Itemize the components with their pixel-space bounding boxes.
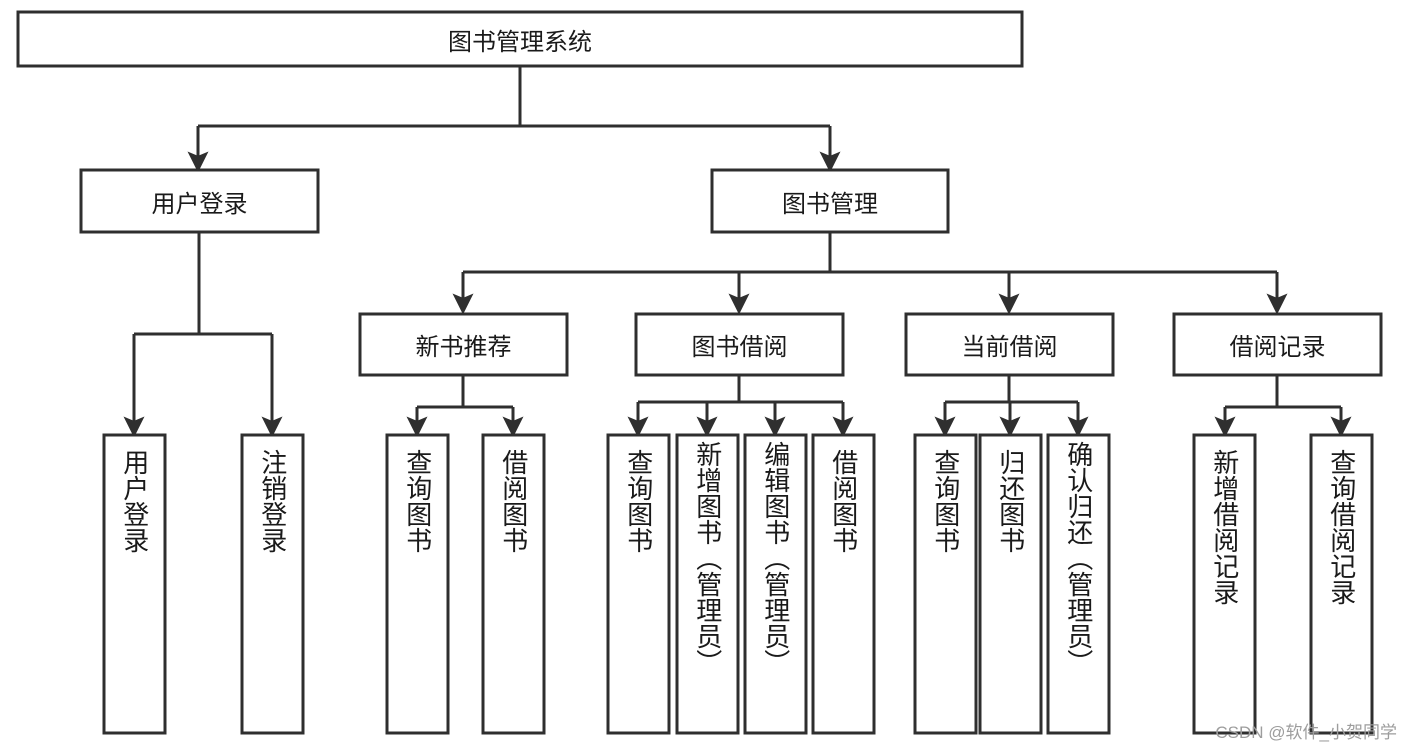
leaf-current-borrow-0[interactable] <box>913 433 978 735</box>
node-borrow-record[interactable] <box>1172 312 1383 377</box>
leaf-borrow-record-1[interactable] <box>1309 433 1374 735</box>
node-current-borrow[interactable] <box>904 312 1115 377</box>
connector-bookborrow-to-leaves <box>627 375 854 438</box>
leaf-book-borrow-3[interactable] <box>811 433 876 735</box>
leaf-current-borrow-1[interactable] <box>978 433 1043 735</box>
leaf-new-book-0[interactable] <box>385 433 450 735</box>
leaf-book-borrow-2[interactable] <box>743 433 808 735</box>
leaf-borrow-record-0[interactable] <box>1192 433 1257 735</box>
watermark: CSDN @软件_小贺同学 <box>1215 723 1397 742</box>
node-book-borrow[interactable] <box>634 312 845 377</box>
node-user-login[interactable] <box>79 168 320 234</box>
leaf-user-login-0[interactable] <box>102 433 167 735</box>
leaf-new-book-1[interactable] <box>481 433 546 735</box>
connector-userlogin-to-leaves <box>123 232 283 438</box>
leaf-current-borrow-2[interactable] <box>1046 433 1111 735</box>
connector-borrowrecord-to-leaves <box>1214 375 1352 438</box>
node-book-management[interactable] <box>710 168 950 234</box>
connector-currentborrow-to-leaves <box>934 375 1089 438</box>
leaf-book-borrow-0[interactable] <box>606 433 671 735</box>
node-root[interactable] <box>16 10 1024 68</box>
leaf-user-login-1[interactable] <box>240 433 305 735</box>
connector-root-to-level2 <box>187 66 841 173</box>
connector-bookmgmt-to-level3 <box>452 232 1288 315</box>
node-new-book-recommend[interactable] <box>358 312 569 377</box>
leaf-book-borrow-1[interactable] <box>675 433 740 735</box>
connector-newbook-to-leaves <box>406 375 524 438</box>
